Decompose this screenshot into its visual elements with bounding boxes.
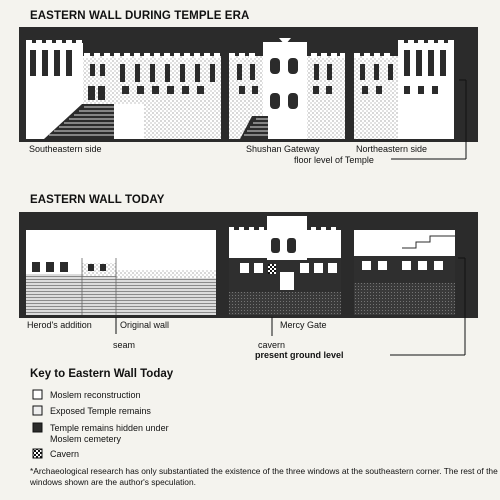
southeastern-section xyxy=(26,40,221,139)
label-floor-level: floor level of Temple xyxy=(294,155,374,165)
swatch-cavern xyxy=(32,448,43,459)
footnote: *Archaeological research has only substa… xyxy=(30,466,498,487)
top-panel xyxy=(19,27,478,160)
floor-level-line xyxy=(391,79,467,160)
northeastern-section xyxy=(354,40,454,139)
label-herods-addition: Herod's addition xyxy=(27,320,92,330)
swatch-exposed-temple-remains xyxy=(32,405,43,416)
top-title: EASTERN WALL DURING TEMPLE ERA xyxy=(30,10,250,22)
label-northeastern-side: Northeastern side xyxy=(356,144,428,154)
key-item-hidden-temple-remains: Temple remains hidden under xyxy=(50,423,169,433)
key-item-hidden-temple-remains-cont: Moslem cemetery xyxy=(50,434,122,444)
label-mercy-gate: Mercy Gate xyxy=(280,320,327,330)
mercy-gate-today xyxy=(229,216,341,315)
key-item-moslem-reconstruction: Moslem reconstruction xyxy=(50,390,141,400)
label-seam: seam xyxy=(113,340,136,350)
key-title: Key to Eastern Wall Today xyxy=(30,368,174,380)
label-present-ground-level: present ground level xyxy=(255,350,344,360)
label-original-wall: Original wall xyxy=(120,320,170,330)
bottom-title: EASTERN WALL TODAY xyxy=(30,194,165,206)
southeastern-today xyxy=(26,230,216,315)
swatch-moslem-reconstruction xyxy=(32,389,43,400)
key-swatches xyxy=(32,389,43,459)
northeastern-today xyxy=(354,230,455,315)
label-southeastern-side: Southeastern side xyxy=(29,144,102,154)
label-shushan-gateway: Shushan Gateway xyxy=(246,144,320,154)
swatch-hidden-temple-remains xyxy=(32,422,43,433)
key-item-cavern: Cavern xyxy=(50,449,80,459)
label-cavern: cavern xyxy=(258,340,286,350)
key-item-exposed-temple-remains: Exposed Temple remains xyxy=(50,406,151,416)
bottom-panel xyxy=(19,212,478,356)
shushan-gateway-section xyxy=(229,38,345,139)
